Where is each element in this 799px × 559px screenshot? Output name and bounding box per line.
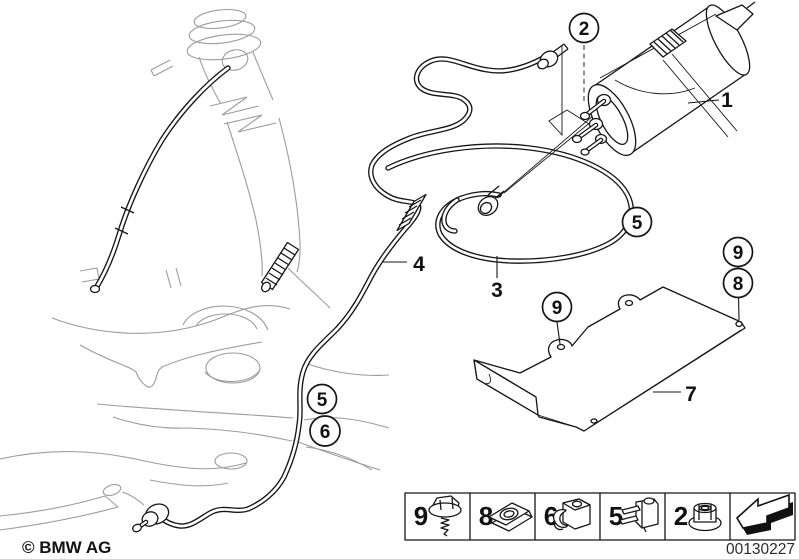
- label-3: 3: [491, 279, 503, 302]
- hose-end-connector: [132, 503, 170, 533]
- document-number: 00130227: [726, 541, 795, 558]
- direction-arrow-icon: [735, 493, 793, 535]
- legend-number-2: 2: [674, 501, 688, 531]
- label-1: 1: [721, 89, 733, 112]
- callouts: 2 5 9 8 9 5 6: [306, 12, 754, 447]
- hex-screw-icon: [428, 495, 462, 537]
- svg-text:5: 5: [317, 390, 328, 411]
- svg-text:9: 9: [552, 298, 563, 319]
- hose-clamp-icon: [552, 498, 591, 531]
- pipe-clip-icon: [619, 497, 659, 533]
- label-7: 7: [685, 383, 697, 406]
- pipe-end-fitting: [260, 241, 300, 293]
- callout-8-circle: [722, 267, 754, 299]
- callout-5-circle: [621, 206, 653, 238]
- svg-text:5: 5: [632, 213, 643, 234]
- car-body-structure: [0, 8, 390, 531]
- callout-6-circle: [309, 415, 341, 447]
- legend-strip: 9 8 6 5: [404, 492, 796, 541]
- callout-9-right-circle: [722, 236, 754, 268]
- assembly-lines: [496, 45, 602, 199]
- skid-plate-7: [473, 286, 746, 432]
- vent-hose-3: [385, 143, 634, 264]
- callout-9-left-circle: [541, 291, 573, 323]
- fuel-vent-line-4: [132, 43, 569, 533]
- carbon-canister-1: [571, 1, 756, 156]
- filler-vent-hose: [89, 65, 231, 294]
- copyright-text: © BMW AG: [22, 538, 111, 557]
- callout-2-circle: [568, 12, 600, 44]
- hose-screw-fitting: [477, 185, 505, 217]
- svg-text:2: 2: [579, 19, 590, 40]
- legend-number-9: 9: [414, 501, 428, 531]
- speed-nut-icon: [488, 502, 533, 532]
- canister-ports: [571, 93, 612, 156]
- label-4: 4: [413, 253, 425, 276]
- svg-text:8: 8: [733, 274, 744, 295]
- part-labels: 1 3 4 7: [382, 89, 733, 406]
- legend-number-5: 5: [609, 501, 623, 531]
- quick-connector: [537, 43, 569, 70]
- flange-nut-icon: [688, 502, 722, 532]
- callout-5-lower-circle: [306, 383, 338, 415]
- svg-text:6: 6: [320, 422, 331, 443]
- svg-text:9: 9: [733, 243, 744, 264]
- legend-number-8: 8: [479, 501, 493, 531]
